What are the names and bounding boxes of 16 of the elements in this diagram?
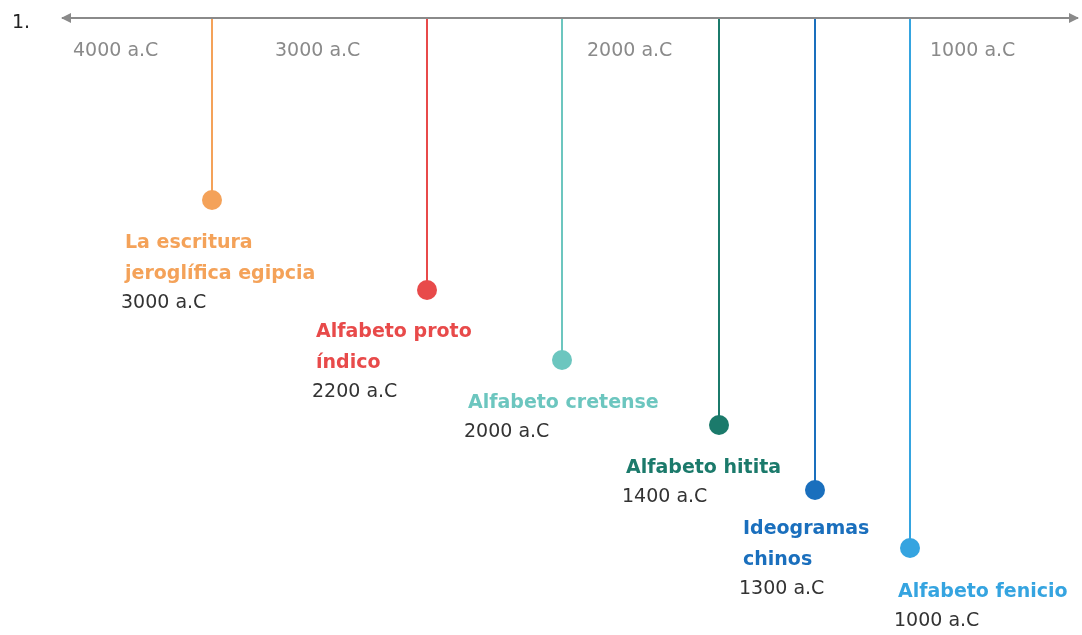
event-date: 3000 a.C — [121, 290, 208, 312]
axis-year-label: 1000 a.C — [930, 38, 1016, 60]
event-title: Alfabeto proto índico — [316, 318, 473, 374]
event-date: 1400 a.C — [622, 484, 709, 506]
axis-year-label: 2000 a.C — [587, 38, 673, 60]
event-date: 1000 a.C — [894, 608, 981, 630]
event-title: Alfabeto fenicio — [898, 578, 1069, 603]
event-title: Alfabeto hitita — [626, 454, 783, 479]
event-title: Ideogramas chinos — [743, 515, 871, 571]
event-date: 1300 a.C — [739, 576, 826, 598]
list-number: 1. — [12, 10, 31, 32]
event-title: La escritura jeroglífica egipcia — [125, 229, 317, 285]
event-date: 2000 a.C — [464, 419, 551, 441]
event-title: Alfabeto cretense — [468, 389, 660, 414]
axis-year-label: 3000 a.C — [275, 38, 361, 60]
axis-year-label: 4000 a.C — [73, 38, 159, 60]
